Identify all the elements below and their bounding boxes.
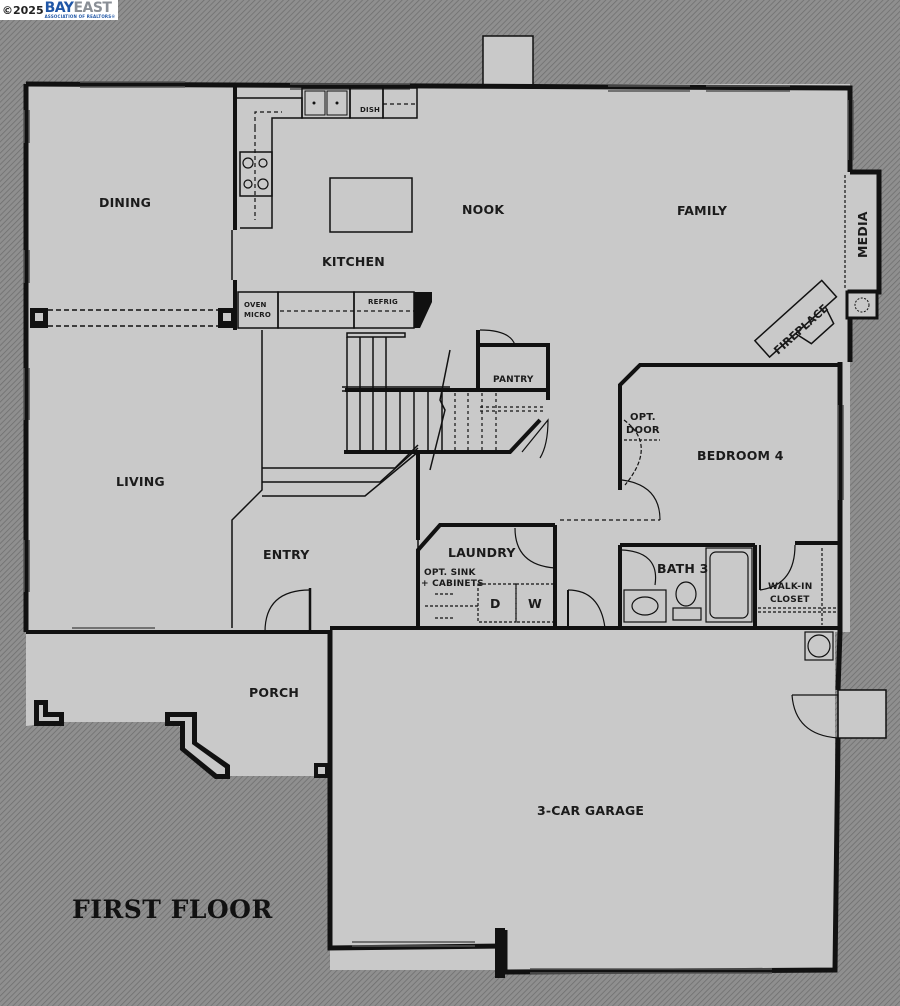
label-oven-1: OVEN [244, 301, 267, 309]
thin-walls [231, 230, 419, 628]
washer-dryer [425, 583, 555, 623]
plan-title: FIRST FLOOR [72, 895, 273, 924]
garage-side-door [791, 694, 839, 739]
kitchen-island [329, 177, 413, 233]
sink [304, 90, 348, 116]
chimney [482, 35, 534, 87]
label-pantry: PANTRY [493, 375, 534, 385]
label-dishwasher: DISH [360, 106, 380, 114]
label-opt-door-2: DOOR [626, 425, 660, 436]
watermark-brand-bay: BAY [44, 0, 74, 16]
watermark: ©2025 BAYEAST ASSOCIATION OF REALTORS® [0, 0, 119, 20]
room-labels: DINING KITCHEN NOOK FAMILY MEDIA FIREPLA… [99, 106, 870, 818]
label-refrigerator: REFRIG [368, 298, 398, 306]
label-nook: NOOK [462, 202, 505, 217]
watermark-subtitle: ASSOCIATION OF REALTORS® [44, 14, 116, 19]
fireplace [753, 279, 838, 359]
label-opt-sink-1: OPT. SINK [424, 568, 477, 578]
label-washer: W [528, 596, 542, 611]
watermark-logo: BAYEAST ASSOCIATION OF REALTORS® [45, 1, 116, 19]
dining-living-opening [48, 309, 220, 327]
watermark-copyright: ©2025 [2, 3, 44, 17]
label-opt-door-1: OPT. [630, 412, 656, 423]
water-heater [804, 631, 834, 661]
label-walkin-2: CLOSET [770, 595, 810, 605]
bath-fixtures [621, 547, 753, 623]
label-bath3: BATH 3 [657, 561, 708, 576]
cooktop-burners [242, 157, 269, 190]
watermark-brand-east: EAST [73, 0, 112, 16]
label-garage: 3-CAR GARAGE [537, 803, 644, 818]
label-walkin-1: WALK-IN [768, 582, 812, 592]
windows [23, 81, 854, 974]
label-living: LIVING [116, 474, 165, 489]
label-laundry: LAUNDRY [448, 545, 516, 560]
label-bedroom4: BEDROOM 4 [697, 448, 784, 463]
porch-exterior [26, 722, 328, 1006]
label-opt-sink-2: + CABINETS [421, 579, 484, 589]
label-oven-2: MICRO [244, 311, 271, 319]
label-media: MEDIA [855, 211, 870, 258]
side-landing [837, 689, 887, 739]
label-porch: PORCH [249, 685, 299, 700]
label-family: FAMILY [677, 203, 728, 218]
label-entry: ENTRY [263, 547, 310, 562]
staircase [342, 332, 451, 471]
media-niche [845, 290, 879, 320]
label-kitchen: KITCHEN [322, 254, 385, 269]
label-dryer: D [490, 596, 501, 611]
label-dining: DINING [99, 195, 151, 210]
